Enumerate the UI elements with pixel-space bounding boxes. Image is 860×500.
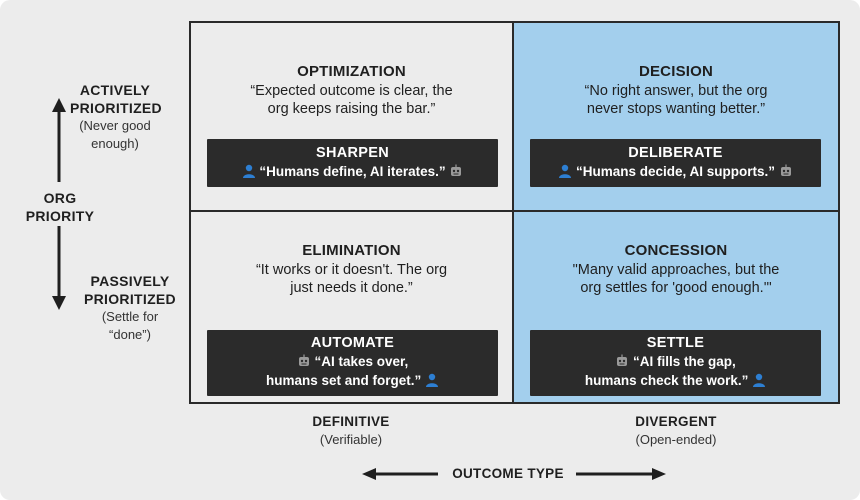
quadrant-elimination: ELIMINATION “It works or it doesn't. The… <box>191 212 514 402</box>
quadrant-quote: “It works or it doesn't. The org just ne… <box>222 261 482 297</box>
person-icon <box>752 373 766 391</box>
action-box-automate: AUTOMATE “AI takes over, humans set and … <box>207 330 498 396</box>
y-bottom-label-line2: PRIORITIZED <box>84 291 176 307</box>
robot-icon <box>297 354 311 372</box>
quote-line2: never stops wanting better.” <box>586 101 766 117</box>
y-axis-bottom-label: PASSIVELY PRIORITIZED (Settle for “done”… <box>80 272 180 344</box>
quote-line1: “Expected outcome is clear, the <box>250 83 453 99</box>
action-title: SHARPEN <box>316 144 389 161</box>
y-top-label-line2: PRIORITIZED <box>70 100 162 116</box>
y-top-sub-line2: enough) <box>91 136 139 151</box>
action-text: “Humans decide, AI supports.” <box>558 163 793 182</box>
action-box-settle: SETTLE “AI fills the gap, humans check t… <box>530 330 821 396</box>
quadrant-title: CONCESSION <box>624 242 728 259</box>
person-icon <box>558 164 572 182</box>
action-text: “Humans define, AI iterates.” <box>242 163 464 182</box>
quote-line2: org keeps raising the bar.” <box>267 101 436 117</box>
x-right-sub: (Open-ended) <box>635 432 717 447</box>
quadrant-optimization: OPTIMIZATION “Expected outcome is clear,… <box>191 23 514 212</box>
robot-icon <box>615 354 629 372</box>
quadrant-quote: “Expected outcome is clear, the org keep… <box>222 82 482 118</box>
action-text-line1: “AI fills the gap, <box>632 354 736 369</box>
person-icon <box>242 164 256 182</box>
quadrant-concession: CONCESSION "Many valid approaches, but t… <box>514 212 838 402</box>
action-text-line2: humans set and forget.” <box>265 373 422 388</box>
y-bottom-sub-line2: “done”) <box>109 327 151 342</box>
action-text-value: “Humans decide, AI supports.” <box>575 163 776 179</box>
x-right-label: DIVERGENT <box>635 414 717 429</box>
x-left-sub: (Verifiable) <box>319 432 383 447</box>
quote-line2: org settles for 'good enough.'" <box>580 280 772 296</box>
quadrant-decision: DECISION “No right answer, but the org n… <box>514 23 838 212</box>
quadrant-title: DECISION <box>638 63 714 80</box>
action-text: “AI takes over, humans set and forget.” <box>266 353 439 391</box>
y-bottom-sub-line1: (Settle for <box>101 309 159 324</box>
robot-icon <box>779 164 793 182</box>
person-icon <box>425 373 439 391</box>
action-text-line1: “AI takes over, <box>314 354 409 369</box>
x-left-label: DEFINITIVE <box>312 414 390 429</box>
y-bottom-label-line1: PASSIVELY <box>90 273 170 289</box>
quadrant-title: ELIMINATION <box>302 242 401 259</box>
robot-icon <box>449 164 463 182</box>
quadrant-quote: “No right answer, but the org never stop… <box>546 82 806 118</box>
quote-line1: "Many valid approaches, but the <box>572 262 780 278</box>
action-text-line2: humans check the work.” <box>584 373 749 388</box>
y-top-sub-line1: (Never good <box>79 118 151 133</box>
y-axis-top-label: ACTIVELY PRIORITIZED (Never good enough) <box>70 81 162 153</box>
action-text-value: “Humans define, AI iterates.” <box>259 163 446 179</box>
action-title: AUTOMATE <box>310 335 395 351</box>
quote-line2: just needs it done.” <box>290 280 413 296</box>
quadrant-title: OPTIMIZATION <box>297 63 406 80</box>
x-axis-title: OUTCOME TYPE <box>438 465 578 483</box>
action-box-deliberate: DELIBERATE “Humans decide, AI supports.” <box>530 139 821 187</box>
action-text: “AI fills the gap, humans check the work… <box>585 353 766 391</box>
quadrant-grid: OPTIMIZATION “Expected outcome is clear,… <box>189 21 840 404</box>
y-axis-title-line2: PRIORITY <box>25 208 95 224</box>
quote-line1: “It works or it doesn't. The org <box>255 262 448 278</box>
quadrant-quote: "Many valid approaches, but the org sett… <box>546 261 806 297</box>
quote-line1: “No right answer, but the org <box>584 83 768 99</box>
y-axis-title-line1: ORG <box>43 190 77 206</box>
action-title: SETTLE <box>646 335 705 351</box>
y-axis-arrow <box>52 98 66 310</box>
action-box-sharpen: SHARPEN “Humans define, AI iterates.” <box>207 139 498 187</box>
x-axis-title-text: OUTCOME TYPE <box>452 466 564 481</box>
x-axis-left-label: DEFINITIVE (Verifiable) <box>281 413 421 449</box>
y-axis-title: ORG PRIORITY <box>14 189 106 225</box>
y-top-label-line1: ACTIVELY <box>79 82 151 98</box>
x-axis-arrow <box>362 468 666 480</box>
action-title: DELIBERATE <box>628 144 723 161</box>
x-axis-right-label: DIVERGENT (Open-ended) <box>606 413 746 449</box>
